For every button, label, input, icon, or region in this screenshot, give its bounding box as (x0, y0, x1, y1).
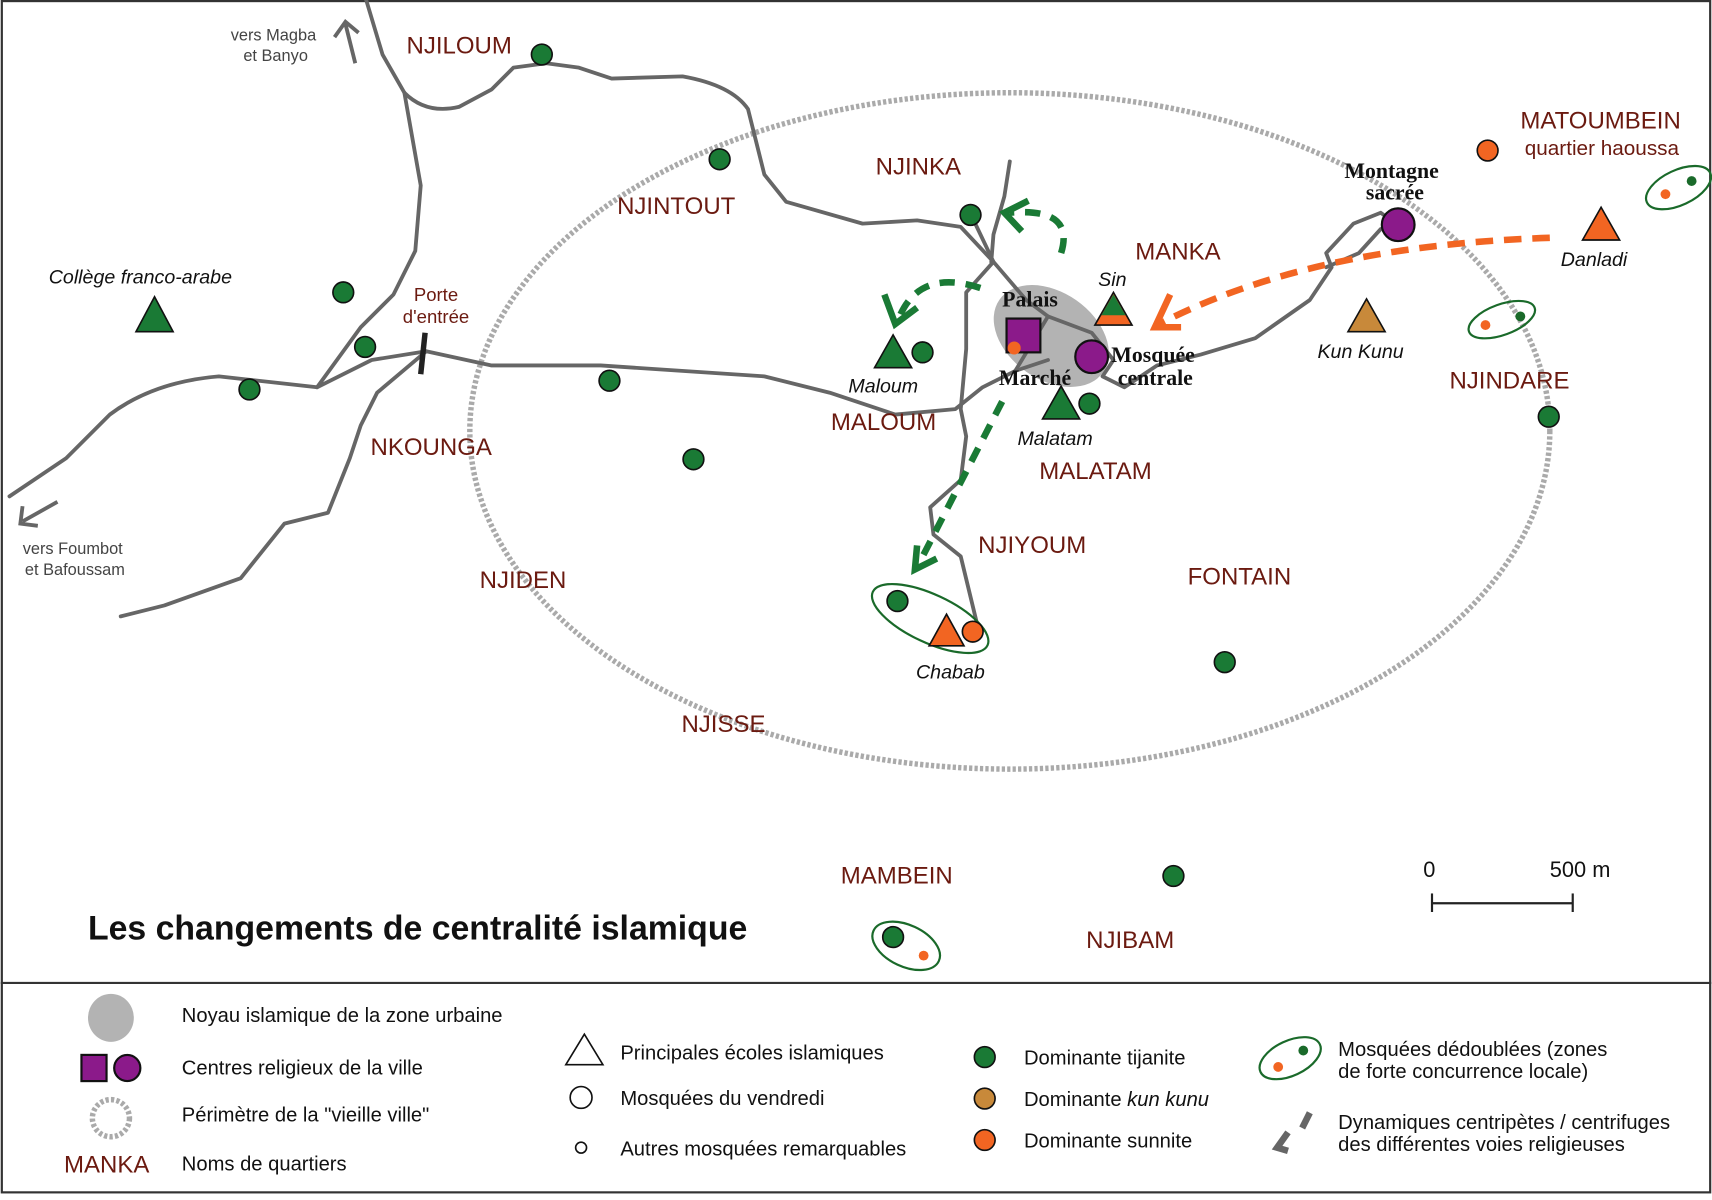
label-palais: Palais (1002, 288, 1058, 312)
label-mosquee-2: centrale (1118, 366, 1193, 390)
legend-dedoublees-1: Mosquées dédoublées (zones (1338, 1039, 1607, 1061)
arrow-southwest-icon (18, 500, 59, 528)
tijanite-mosques (238, 43, 1697, 949)
label-montagne-2: sacrée (1366, 181, 1424, 205)
legend-kunkunu: Dominante kun kunu (1024, 1089, 1209, 1111)
label-marche: Marché (999, 366, 1072, 390)
legend: Noyau islamique de la zone urbaine Centr… (64, 993, 1670, 1179)
legend-dynamiques-2: des différentes voies religieuses (1338, 1134, 1625, 1156)
legend-autres: Autres mosquées remarquables (620, 1138, 906, 1160)
place-sin: Sin (1098, 269, 1126, 291)
legend-sample-quarter: MANKA (64, 1152, 149, 1179)
direction-north-line1: vers Magba (231, 26, 317, 44)
place-kun-kunu: Kun Kunu (1317, 341, 1403, 363)
doubled-mosques (870, 164, 1712, 972)
legend-noms: Noms de quartiers (182, 1154, 347, 1176)
legend-noyau: Noyau islamique de la zone urbaine (182, 1005, 503, 1027)
gate-label-2: d'entrée (403, 306, 469, 327)
place-maloum: Maloum (848, 376, 918, 398)
quarter-njibam: NJIBAM (1086, 927, 1174, 954)
quarter-mambein: MAMBEIN (841, 863, 953, 890)
gate-label-1: Porte (414, 284, 458, 305)
sacred-mountain (1380, 207, 1416, 243)
old-town-perimeter (467, 90, 1553, 772)
gate-marker (418, 332, 428, 375)
quarter-maloum: MALOUM (831, 409, 936, 436)
scale-end: 500 m (1550, 857, 1611, 882)
quarter-njisse: NJISSE (681, 711, 765, 738)
sunnite-mosques (918, 139, 1671, 961)
map-title: Les changements de centralité islamique (88, 909, 747, 947)
place-malatam: Malatam (1017, 428, 1092, 450)
quarter-njiloum: NJILOUM (407, 32, 512, 59)
legend-vendredi: Mosquées du vendredi (620, 1088, 824, 1110)
islamic-schools (134, 205, 1622, 647)
quarter-njiyoum: NJIYOUM (978, 532, 1086, 559)
legend-dynamiques-1: Dynamiques centripètes / centrifuges (1338, 1112, 1670, 1134)
matoumbein-note: quartier haoussa (1525, 137, 1680, 160)
direction-sw-line1: vers Foumbot (23, 540, 123, 558)
legend-dedoublees-2: de forte concurrence locale) (1338, 1061, 1588, 1083)
quarter-fontain: FONTAIN (1188, 564, 1292, 591)
legend-tijanite: Dominante tijanite (1024, 1048, 1185, 1070)
place-danladi: Danladi (1561, 249, 1628, 271)
legend-ecoles: Principales écoles islamiques (620, 1042, 883, 1064)
scale-start: 0 (1423, 857, 1435, 882)
quarter-njintout: NJINTOUT (617, 193, 736, 220)
quarter-njiden: NJIDEN (480, 567, 567, 594)
legend-sunnite: Dominante sunnite (1024, 1131, 1192, 1153)
arrow-north-icon (332, 19, 360, 64)
centrifugal-arrows (881, 197, 1550, 576)
palace-centre (1005, 317, 1042, 354)
quarter-malatam: MALATAM (1039, 458, 1151, 485)
direction-north-line2: et Banyo (243, 47, 308, 65)
direction-sw-line2: et Bafoussam (25, 561, 125, 579)
quarter-manka: MANKA (1135, 239, 1220, 266)
scale-bar (1430, 893, 1574, 912)
label-mosquee-1: Mosquée (1111, 343, 1195, 367)
place-chabab: Chabab (916, 662, 985, 684)
quarter-njinka: NJINKA (876, 154, 961, 181)
legend-perimetre: Périmètre de la "vieille ville" (182, 1104, 430, 1126)
legend-centres: Centres religieux de la ville (182, 1058, 423, 1080)
quarter-nkounga: NKOUNGA (371, 434, 492, 461)
central-mosque (1074, 339, 1110, 375)
place-college: Collège franco-arabe (49, 267, 232, 289)
quarter-njindare: NJINDARE (1449, 367, 1569, 394)
quarter-matoumbein: MATOUMBEIN (1520, 108, 1680, 135)
label-montagne-1: Montagne (1344, 159, 1439, 183)
